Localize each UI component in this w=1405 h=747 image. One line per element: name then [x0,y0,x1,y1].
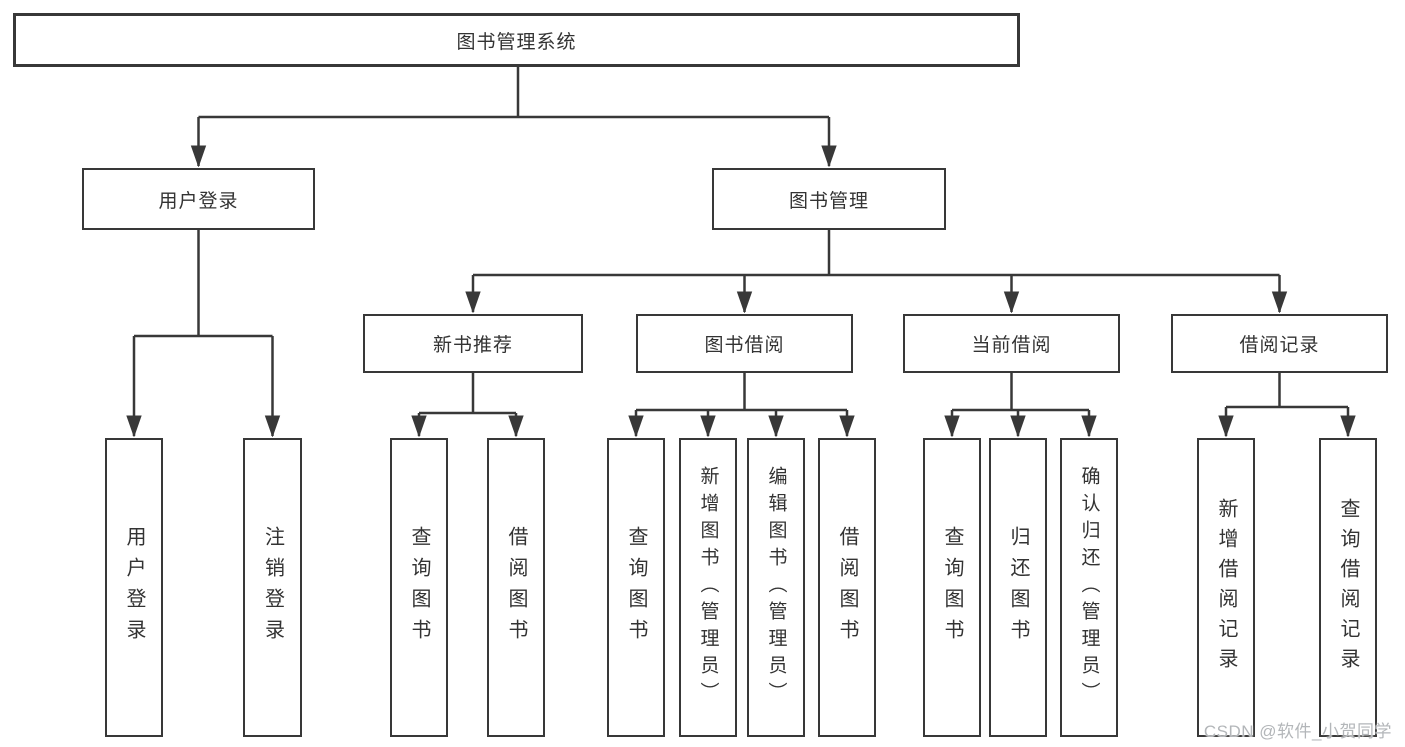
node-user-login: 用户登录 [82,168,315,230]
leaf-user-login-label: 用户登录 [123,525,145,650]
node-borrowing-records: 借阅记录 [1171,314,1388,373]
leaf-query-books-recommend-label: 查询图书 [408,525,430,650]
leaf-query-books-borrowing-label: 查询图书 [625,525,647,650]
leaf-edit-book-admin: 编辑图书（管理员） [747,438,805,737]
leaf-borrow-books-recommend-label: 借阅图书 [505,525,527,650]
leaf-return-books: 归还图书 [989,438,1047,737]
leaf-query-books-current: 查询图书 [923,438,981,737]
leaf-add-book-admin-label: 新增图书（管理员） [697,466,719,709]
node-new-book-recommend: 新书推荐 [363,314,583,373]
node-book-management: 图书管理 [712,168,946,230]
leaf-logout-label: 注销登录 [261,525,284,650]
leaf-borrow-books-recommend: 借阅图书 [487,438,545,737]
leaf-query-borrow-record: 查询借阅记录 [1319,438,1377,737]
leaf-borrow-books-label: 借阅图书 [836,525,858,650]
leaf-confirm-return-admin-label: 确认归还（管理员） [1078,466,1100,709]
leaf-query-books-current-label: 查询图书 [941,525,963,650]
leaf-edit-book-admin-label: 编辑图书（管理员） [765,466,787,709]
leaf-add-borrow-record-label: 新增借阅记录 [1215,497,1237,678]
leaf-confirm-return-admin: 确认归还（管理员） [1060,438,1118,737]
leaf-add-book-admin: 新增图书（管理员） [679,438,737,737]
leaf-borrow-books: 借阅图书 [818,438,876,737]
leaf-query-books-borrowing: 查询图书 [607,438,665,737]
leaf-query-books-recommend: 查询图书 [390,438,448,737]
tree-arrow-lines [134,117,1348,436]
node-book-borrowing: 图书借阅 [636,314,853,373]
leaf-return-books-label: 归还图书 [1007,525,1029,650]
node-library-system: 图书管理系统 [13,13,1020,67]
node-current-borrowing: 当前借阅 [903,314,1120,373]
leaf-query-borrow-record-label: 查询借阅记录 [1337,497,1359,678]
tree-branch-lines [134,67,1348,415]
leaf-user-login: 用户登录 [105,438,163,737]
leaf-add-borrow-record: 新增借阅记录 [1197,438,1255,737]
leaf-logout: 注销登录 [243,438,302,737]
